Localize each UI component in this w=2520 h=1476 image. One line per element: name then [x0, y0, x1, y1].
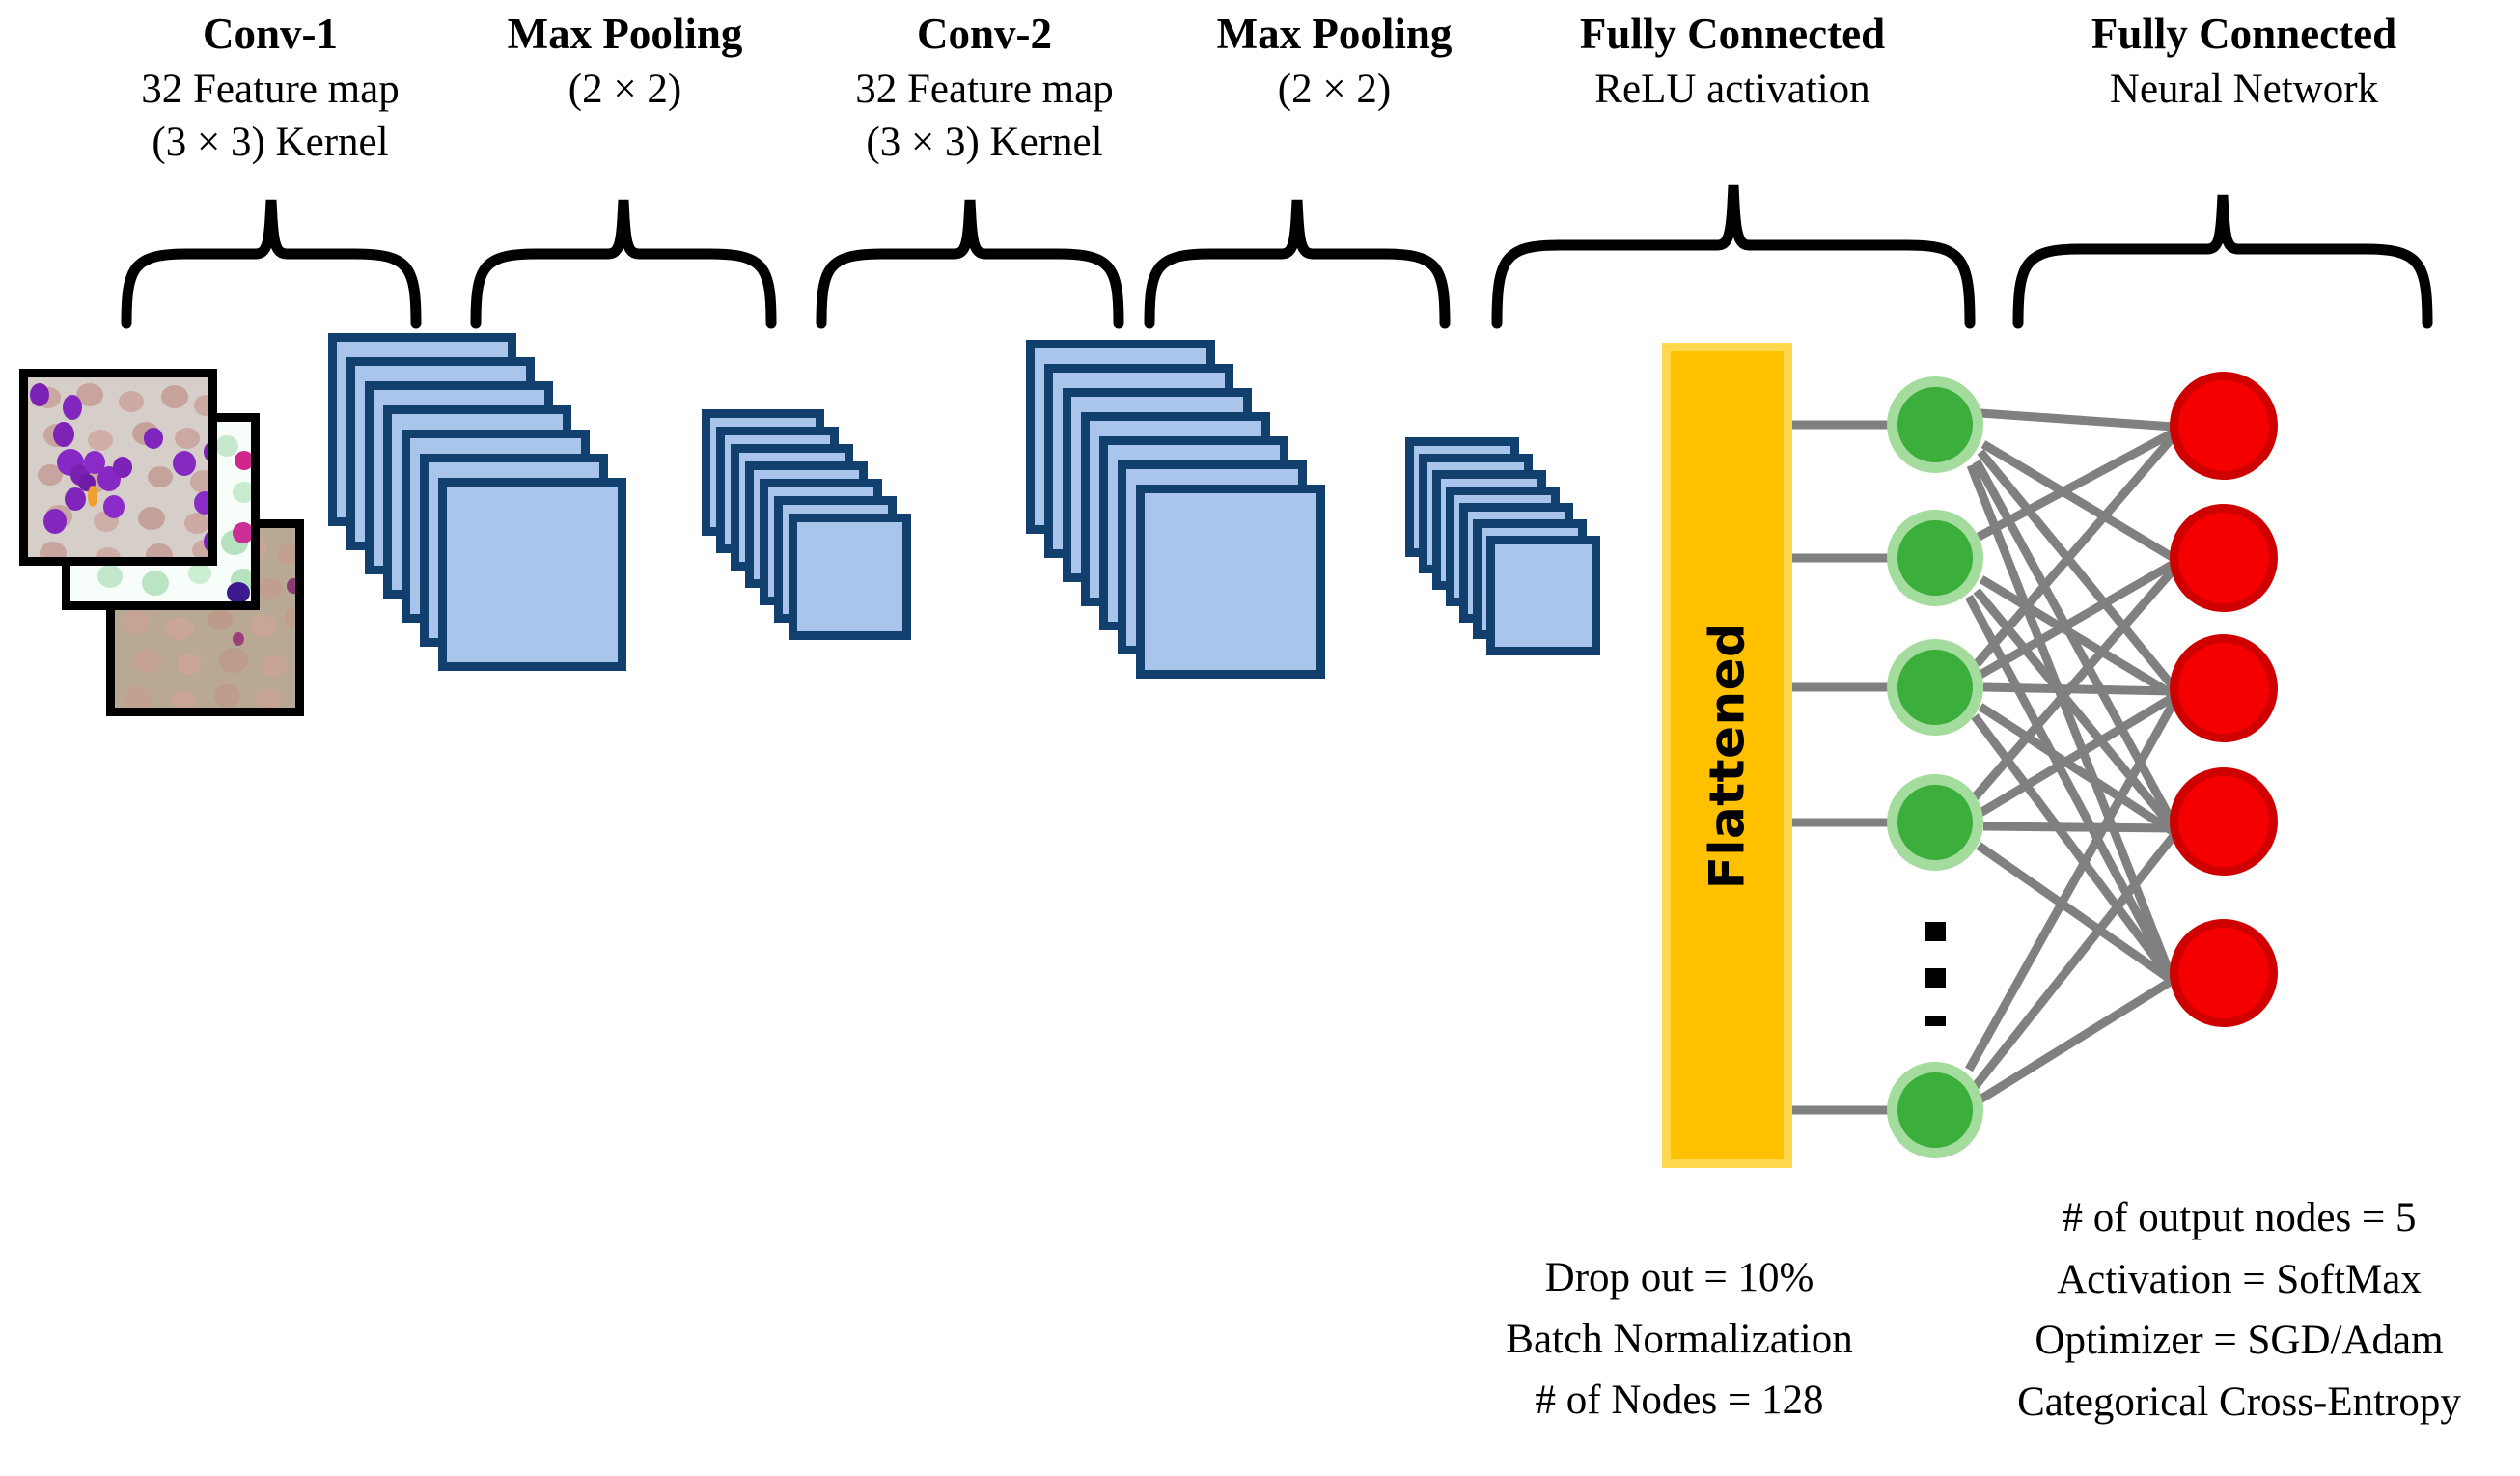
note-line: Optimizer = SGD/Adam — [2035, 1318, 2444, 1364]
dense-node — [1887, 1062, 1983, 1158]
feature-map-card — [1136, 485, 1325, 679]
output-node — [2170, 919, 2278, 1027]
column-header-fully-connected-1: Fully Connected ReLU activation — [1491, 6, 1974, 116]
vertical-ellipsis-dot — [1925, 922, 1946, 941]
note-line: Activation = SoftMax — [2057, 1256, 2422, 1302]
brace-conv-2 — [816, 198, 1124, 329]
flattened-layer-bar: Flattened — [1662, 343, 1792, 1168]
output-node — [2170, 767, 2278, 876]
output-node — [2170, 372, 2278, 480]
column-subtitle-2: (3 × 3) Kernel — [866, 120, 1103, 166]
brace-fully-connected-2 — [2012, 193, 2433, 329]
dense-node — [1887, 510, 1983, 606]
note-line: Drop out = 10% — [1544, 1255, 1814, 1300]
column-title: Conv-1 — [202, 10, 338, 58]
brace-fully-connected-1 — [1491, 183, 1976, 329]
feature-map-card — [438, 478, 626, 671]
column-title: Conv-2 — [916, 10, 1052, 58]
column-subtitle-1: 32 Feature map — [141, 66, 400, 112]
column-subtitle-1: ReLU activation — [1594, 66, 1870, 112]
column-subtitle-1: (2 × 2) — [1277, 66, 1392, 112]
vertical-ellipsis-dot — [1925, 968, 1946, 988]
vertical-ellipsis-dot — [1925, 1016, 1946, 1026]
dense-node — [1887, 774, 1983, 871]
note-line: # of output nodes = 5 — [2062, 1195, 2417, 1240]
column-title: Max Pooling — [507, 10, 743, 58]
column-title: Fully Connected — [1579, 10, 1886, 58]
note-line: # of Nodes = 128 — [1535, 1378, 1824, 1424]
dense-layer-notes: Drop out = 10% Batch Normalization # of … — [1477, 1247, 1882, 1432]
brace-max-pooling-1 — [470, 198, 777, 329]
dense-node — [1887, 376, 1983, 473]
output-layer-notes: # of output nodes = 5 Activation = SoftM… — [1969, 1187, 2509, 1434]
column-subtitle-1: Neural Network — [2109, 66, 2379, 112]
column-subtitle-2: (3 × 3) Kernel — [152, 120, 389, 166]
note-line: Categorical Cross-Entropy — [2017, 1379, 2461, 1425]
column-header-fully-connected-2: Fully Connected Neural Network — [2003, 6, 2485, 116]
dense-node — [1887, 639, 1983, 736]
output-node — [2170, 634, 2278, 742]
brace-conv-1 — [121, 198, 422, 329]
input-image-1 — [19, 369, 217, 566]
output-node — [2170, 504, 2278, 612]
column-header-max-pooling-1: Max Pooling (2 × 2) — [439, 6, 811, 116]
feature-map-card — [789, 514, 911, 640]
column-title: Max Pooling — [1216, 10, 1453, 58]
column-header-max-pooling-2: Max Pooling (2 × 2) — [1149, 6, 1520, 116]
note-line: Batch Normalization — [1506, 1316, 1853, 1362]
column-header-conv-1: Conv-1 32 Feature map (3 × 3) Kernel — [58, 6, 483, 170]
column-title: Fully Connected — [2091, 10, 2397, 58]
feature-map-card — [1486, 536, 1600, 655]
brace-max-pooling-2 — [1144, 198, 1451, 329]
column-header-conv-2: Conv-2 32 Feature map (3 × 3) Kernel — [772, 6, 1197, 170]
column-subtitle-1: (2 × 2) — [568, 66, 682, 112]
column-subtitle-1: 32 Feature map — [855, 66, 1114, 112]
